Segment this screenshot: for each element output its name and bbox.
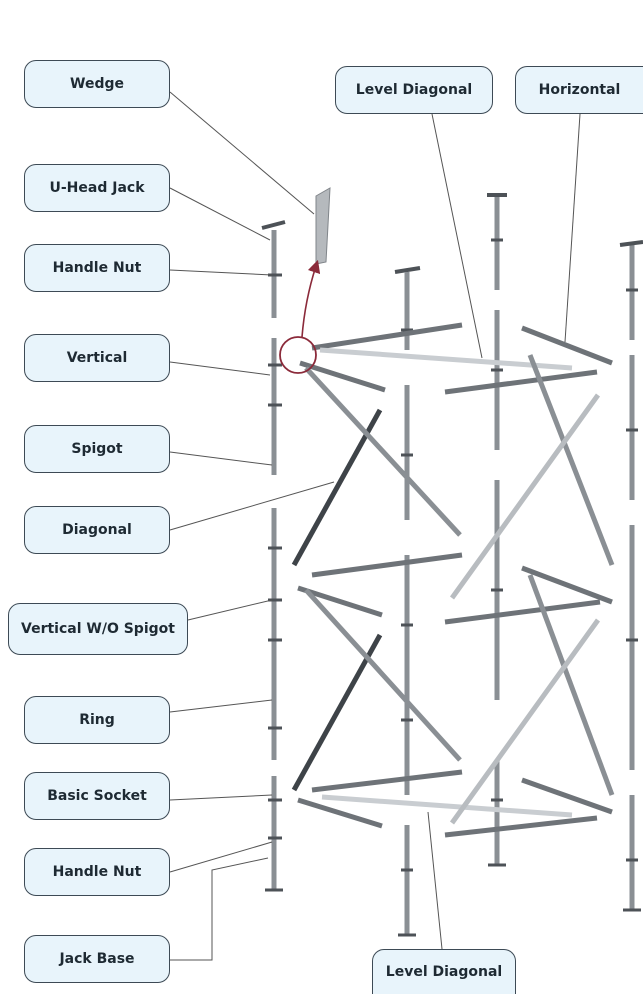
label-level-diagonal-top: Level Diagonal <box>335 66 493 114</box>
horizontals-upper <box>299 322 613 395</box>
label-horizontal: Horizontal <box>515 66 643 114</box>
label-u-head-jack: U-Head Jack <box>24 164 170 212</box>
back-right-verticals <box>494 195 635 910</box>
highlight-arrow <box>301 259 321 338</box>
u-head-tops <box>261 193 643 274</box>
label-ring: Ring <box>24 696 170 744</box>
wedge-part <box>315 187 331 265</box>
horizontals-lower <box>297 769 613 838</box>
label-basic-socket: Basic Socket <box>24 772 170 820</box>
level-diagonals-lower <box>321 794 573 818</box>
leader-lines <box>169 91 581 961</box>
label-handle-nut-top: Handle Nut <box>24 244 170 292</box>
label-handle-nut-bottom: Handle Nut <box>24 848 170 896</box>
label-vertical: Vertical <box>24 334 170 382</box>
ring-ticks <box>268 238 638 872</box>
label-level-diagonal-bottom: Level Diagonal <box>372 949 516 994</box>
level-diagonals-upper <box>319 347 573 371</box>
label-jack-base: Jack Base <box>24 935 170 983</box>
label-vertical-wo-spigot: Vertical W/O Spigot <box>8 603 188 655</box>
diagonals-light <box>449 393 601 825</box>
jack-bases <box>265 863 641 937</box>
label-wedge: Wedge <box>24 60 170 108</box>
horizontals-middle <box>297 552 613 625</box>
label-diagonal: Diagonal <box>24 506 170 554</box>
joint-highlight-circle <box>279 336 317 374</box>
diagonals-mid <box>304 354 615 796</box>
label-spigot: Spigot <box>24 425 170 473</box>
